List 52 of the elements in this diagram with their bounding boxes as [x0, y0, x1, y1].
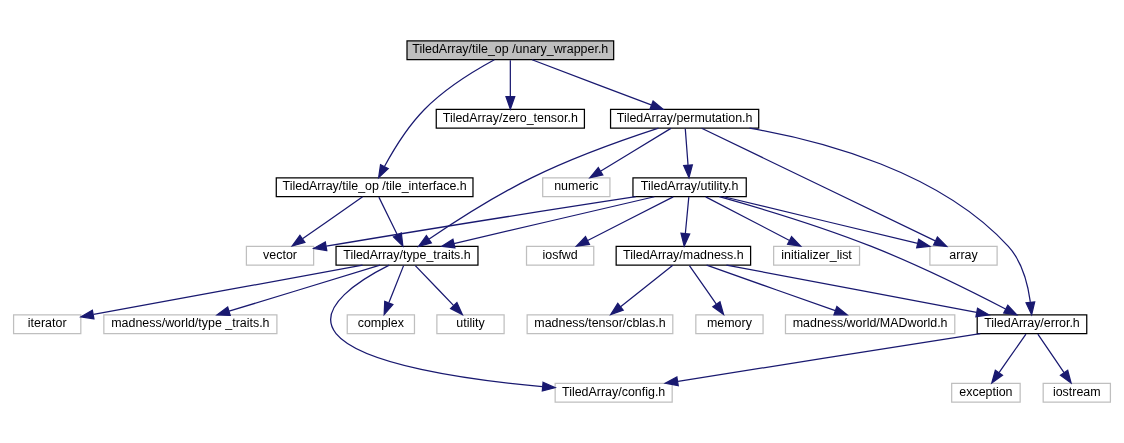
node-box: TiledArray/permutation.h	[609, 108, 760, 129]
node-box: vector	[245, 245, 315, 266]
arrow	[748, 127, 1036, 317]
node-box: TiledArray/tile_op /tile_interface.h	[275, 177, 474, 198]
node-box: TiledArray/madness.h	[615, 245, 752, 266]
arrow	[705, 196, 803, 248]
arrow	[377, 59, 495, 180]
arrow	[311, 196, 637, 252]
node-box: TiledArray/utility.h	[632, 177, 747, 198]
node-box: numeric	[542, 177, 611, 198]
node-box: madness/world/MADworld.h	[784, 314, 956, 335]
arrow	[990, 333, 1027, 385]
node-box: TiledArray/zero_tensor.h	[435, 108, 586, 129]
node-box: TiledArray/type_traits.h	[335, 245, 479, 266]
node-box: iterator	[12, 314, 82, 335]
node-box: madness/world/type _traits.h	[103, 314, 278, 335]
arrow	[609, 264, 674, 316]
arrow	[706, 264, 849, 316]
arrow	[680, 196, 691, 248]
node-box: TiledArray/config.h	[554, 382, 673, 403]
node-box: memory	[695, 314, 764, 335]
arrow	[378, 196, 404, 248]
arrow	[682, 128, 694, 180]
node-box: utility	[436, 314, 505, 335]
arrow	[1037, 333, 1073, 385]
arrow	[663, 333, 981, 387]
arrow	[439, 196, 655, 249]
node-box: iostream	[1042, 382, 1112, 403]
arrow	[79, 264, 364, 320]
node-box: complex	[346, 314, 416, 335]
arrow	[588, 127, 672, 179]
arrow	[688, 265, 725, 317]
arrow	[701, 127, 949, 248]
arrow	[574, 196, 674, 248]
arrow	[215, 264, 381, 317]
node-box: exception	[951, 382, 1021, 403]
arrow	[414, 265, 464, 316]
arrow	[531, 59, 665, 111]
arrow	[330, 264, 557, 392]
arrow	[505, 59, 516, 111]
node-box: iosfwd	[525, 245, 595, 266]
node-box: TiledArray/error.h	[976, 314, 1088, 335]
arrow	[718, 196, 1019, 316]
arrow	[290, 196, 364, 248]
node-box: initializer_list	[773, 245, 861, 266]
arrow	[725, 264, 991, 318]
node-box: madness/tensor/cblas.h	[526, 314, 674, 335]
node-box: array	[929, 245, 998, 266]
arrow	[723, 196, 932, 249]
node-box: TiledArray/tile_op /unary_wrapper.h	[406, 40, 615, 61]
arrow	[417, 127, 660, 248]
arrow	[383, 265, 405, 317]
